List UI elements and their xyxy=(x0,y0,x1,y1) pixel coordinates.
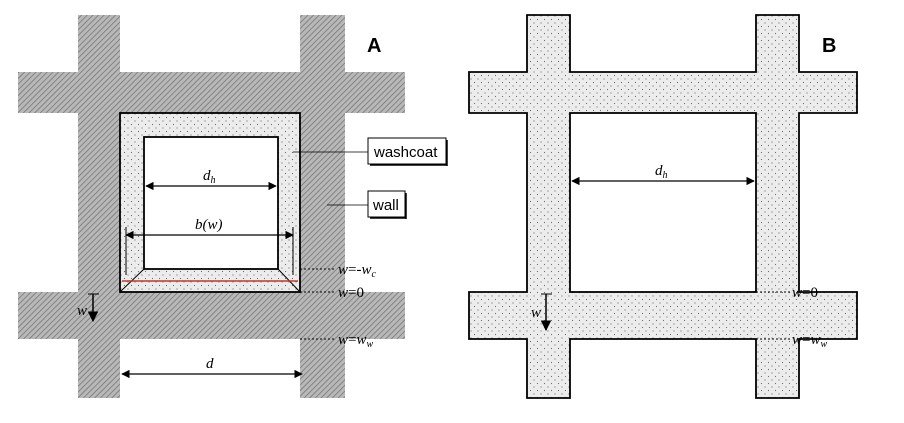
level-wc-label: w=-wc xyxy=(338,262,377,280)
level-ww-label-a: w=ww xyxy=(338,332,374,350)
open-channel-b xyxy=(569,112,757,293)
level-ww-label-b: w=ww xyxy=(792,332,828,350)
bw-label: b(w) xyxy=(195,217,223,233)
panel-b: dh w w=0 w=ww B xyxy=(468,14,858,399)
level-zero-label-b: w=0 xyxy=(792,285,818,301)
dh-label-a: dh xyxy=(203,168,216,186)
dh-label-b: dh xyxy=(655,163,668,181)
panel-letter-a: A xyxy=(367,35,381,57)
level-zero-label-a: w=0 xyxy=(338,285,364,301)
channel-wall-outline xyxy=(119,112,301,293)
w-arrow-label-b: w xyxy=(531,305,541,321)
wall-callout-box xyxy=(367,190,406,218)
panel-letter-b: B xyxy=(822,35,836,57)
wall-callout-label: wall xyxy=(372,197,399,214)
open-channel-a xyxy=(143,136,279,270)
washcoat-callout-label: washcoat xyxy=(373,144,438,161)
washcoat-callout-box xyxy=(367,137,447,165)
panel-a: dh b(w) d w w=-wc w=0 w=ww washcoat wall… xyxy=(18,15,448,398)
w-arrow-label-a: w xyxy=(77,303,87,319)
d-label: d xyxy=(206,356,214,372)
